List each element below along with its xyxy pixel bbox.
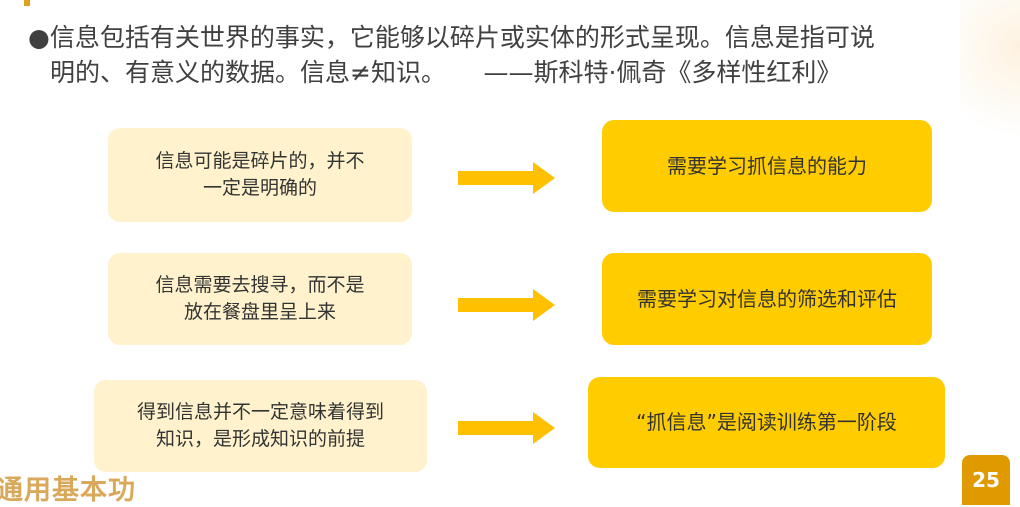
info-search-box: 信息需要去搜寻，而不是 放在餐盘里呈上来 — [108, 253, 412, 345]
grab-info-ability-box: 需要学习抓信息的能力 — [602, 120, 932, 212]
reading-stage-one-box: “抓信息”是阅读训练第一阶段 — [588, 377, 945, 468]
page-number: 25 — [962, 455, 1010, 505]
quote-line-1: ●信息包括有关世界的事实，它能够以碎片或实体的形式呈现。信息是指可说 — [28, 23, 875, 52]
info-fragment-box: 信息可能是碎片的，并不 一定是明确的 — [108, 128, 412, 222]
info-knowledge-box: 得到信息并不一定意味着得到 知识，是形成知识的前提 — [94, 380, 427, 472]
corner-glow — [960, 0, 1020, 160]
arrow-right-icon — [458, 162, 555, 194]
quote-line-2: 明的、有意义的数据。信息≠知识。 ——斯科特·佩奇《多样性红利》 — [50, 58, 842, 87]
quote-text: ●信息包括有关世界的事实，它能够以碎片或实体的形式呈现。信息是指可说 明的、有意… — [28, 20, 988, 90]
filter-evaluate-box: 需要学习对信息的筛选和评估 — [602, 253, 932, 345]
arrow-right-icon — [458, 412, 555, 444]
corner-mark — [24, 0, 30, 6]
arrow-right-icon — [458, 289, 555, 321]
footer-title: 通用基本功 — [0, 475, 136, 506]
